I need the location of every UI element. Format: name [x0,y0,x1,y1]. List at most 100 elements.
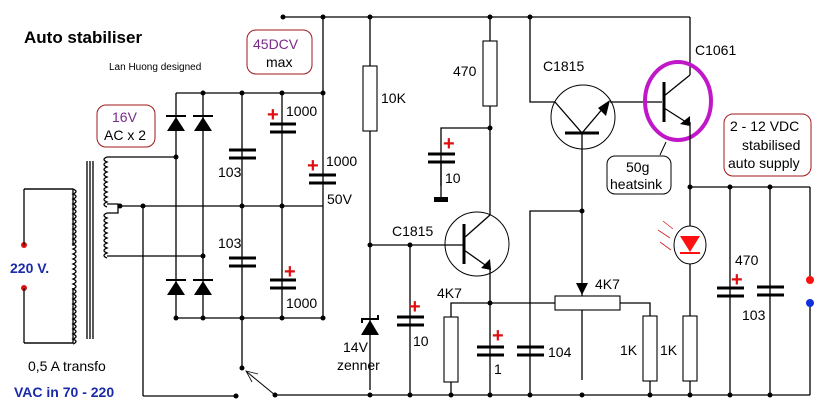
callout-secondary: 16V AC x 2 [96,104,156,148]
cap-10-top-label: 10 [445,170,461,186]
junction-dot [200,253,206,259]
junction-dot [448,392,454,398]
junction-dot [140,203,146,209]
polarity-plus: + [307,155,319,177]
junction-dot [239,203,245,209]
junction-dot [320,315,326,321]
junction-dot [239,315,245,321]
junction-dot [767,392,773,398]
indicator-led [657,187,707,316]
resistor-1k [642,315,658,382]
resistor-4k7 [443,316,459,383]
polarity-plus: + [492,325,504,347]
res-470-label: 470 [453,63,477,79]
res-10k-label: 10K [381,90,407,106]
potentiometer-wiper [576,283,588,295]
zener-voltage-label: 14V [343,339,369,355]
polarity-plus: + [731,269,743,291]
polarity-plus: + [267,104,279,126]
junction-dot [239,90,245,96]
heatsink-ring [643,60,713,142]
cap-1-label: 1 [494,361,502,377]
junction-dot [367,242,373,248]
cap-103-upper-label: 103 [218,164,242,180]
junction-dot [647,392,653,398]
junction-dot [200,90,206,96]
junction-dot [727,184,733,190]
junction-dot [367,392,373,398]
junction-dot [173,154,179,160]
output-terminal-negative [806,299,814,307]
junction-dot [579,392,585,398]
cap-470-out-label: 470 [735,252,759,268]
junction-dot [407,242,413,248]
secondary-winding-upper [103,156,109,208]
svg-text:2 - 12 VDC: 2 - 12 VDC [730,118,799,134]
junction-dot [767,184,773,190]
cap-1000-main-rating: 50V [327,191,353,207]
q-power-label: C1061 [695,42,736,58]
designer-credit: Lan Huong designed [109,62,201,73]
cap-10-bottom-label: 10 [413,333,429,349]
junction-dot [579,208,585,214]
cap-1000-lower-label: 1000 [286,295,317,311]
junction-dot [487,300,493,306]
junction-dot [487,125,493,131]
res-1k-b-label: 1K [660,342,678,358]
cap-103-out-label: 103 [742,307,766,323]
resistor-1k-led [682,315,698,382]
polarity-plus: + [443,133,455,155]
junction-dot [527,14,533,20]
junction-dot [727,392,733,398]
junction-dot [487,14,493,20]
junction-dot [367,14,373,20]
vac-range-label: VAC in 70 - 220 [14,384,114,400]
cap-1000-upper-label: 1000 [286,103,317,119]
svg-text:stabilised: stabilised [742,137,800,153]
range-selector-switch[interactable] [245,370,276,396]
svg-text:16V: 16V [112,109,138,125]
cap-104-label: 104 [548,344,572,360]
svg-text:auto supply: auto supply [728,155,800,171]
junction-dot [173,315,179,321]
junction-dot [320,14,326,20]
diagram-title: Auto stabiliser [24,28,142,47]
svg-text:max: max [266,54,292,70]
resistor-470 [482,40,498,107]
junction-dot [487,392,493,398]
junction-dots [117,14,773,398]
polarity-plus: + [284,261,296,283]
resistor-10k [362,65,378,132]
primary-winding [71,188,77,345]
polarity-plus: + [409,296,421,318]
cap-1000-main-label: 1000 [326,153,357,169]
junction-dot [687,392,693,398]
junction-dot [279,90,285,96]
junction-dot [527,392,533,398]
svg-text:50g: 50g [626,159,649,175]
res-1k-a-label: 1K [620,342,638,358]
junction-dot [320,90,326,96]
secondary-winding-lower [103,212,109,259]
svg-text:heatsink: heatsink [610,176,663,192]
callout-output: 2 - 12 VDC stabilised auto supply [723,113,812,177]
junction-dot [200,315,206,321]
ground-symbol [434,197,448,202]
zener-type-label: zenner [337,357,380,373]
q-driver-top-label: C1815 [543,58,584,74]
transistor-c1061 [643,60,713,187]
cap-103-lower-label: 103 [218,235,242,251]
q-driver-bottom-label: C1815 [392,223,433,239]
junction-dot [687,184,693,190]
junction-dot [279,203,285,209]
res-4k7-label: 4K7 [437,285,462,301]
svg-text:AC x 2: AC x 2 [104,127,146,143]
input-voltage-label: 220 V. [10,260,49,276]
pot-4k7-label: 4K7 [595,276,620,292]
junction-dot [407,392,413,398]
output-terminal-positive [806,276,814,284]
svg-text:45DCV: 45DCV [253,36,299,52]
potentiometer-4k7[interactable] [554,295,621,311]
transformer-rating: 0,5 A transfo [28,358,106,374]
